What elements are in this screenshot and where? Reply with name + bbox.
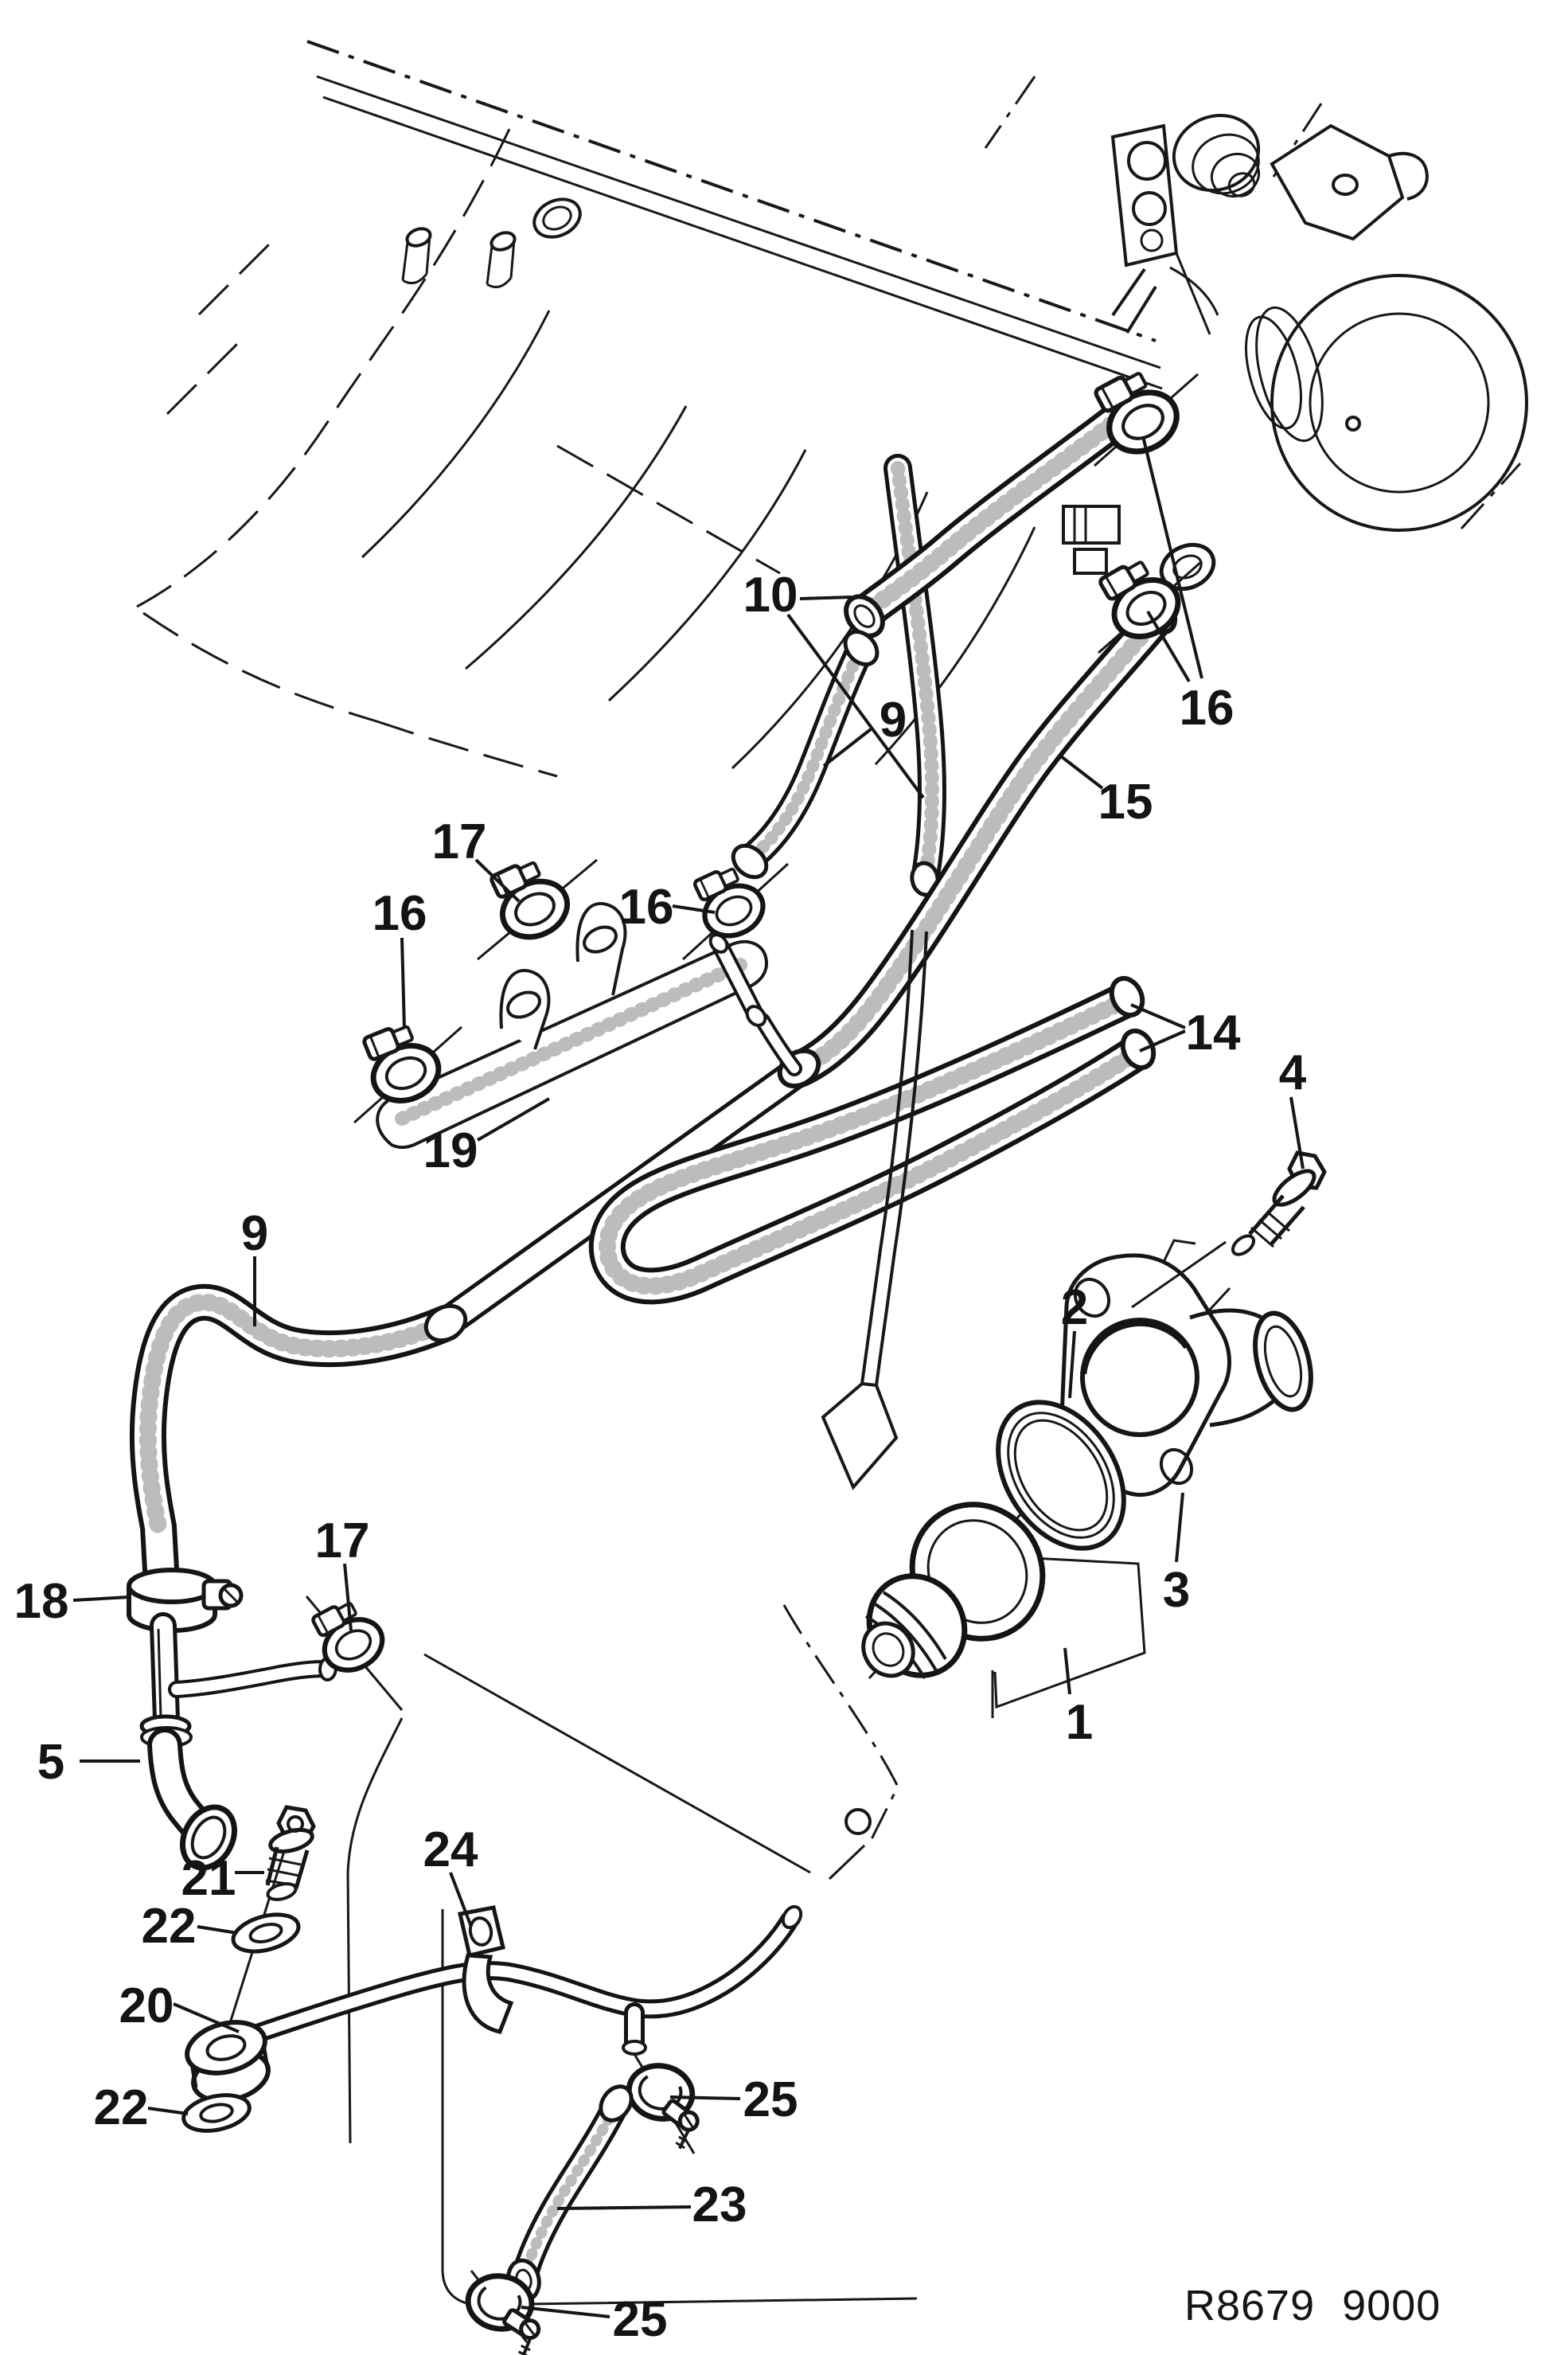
clamp-17-upper	[485, 852, 576, 947]
callout-24: 24	[423, 1822, 478, 1927]
callout-14: 14	[1130, 1003, 1241, 1060]
svg-text:25: 25	[613, 2292, 668, 2347]
svg-text:18: 18	[14, 1574, 69, 1629]
thermostat-housing	[1058, 1239, 1313, 1497]
callout-25-upper: 25	[669, 2072, 798, 2127]
manifold-stub	[401, 227, 432, 285]
svg-text:21: 21	[181, 1851, 236, 1906]
svg-text:23: 23	[692, 2177, 747, 2232]
callout-4: 4	[1279, 1045, 1307, 1170]
svg-text:4: 4	[1279, 1045, 1307, 1100]
hoses	[731, 392, 1178, 1088]
callout-9-left: 9	[241, 1206, 268, 1326]
pipe-20	[229, 1911, 799, 2049]
svg-text:20: 20	[119, 1978, 174, 2033]
callout-21: 21	[181, 1851, 264, 1906]
washer-22-upper	[229, 1908, 302, 1958]
callout-18: 18	[14, 1574, 130, 1629]
callout-5: 5	[37, 1735, 140, 1790]
callout-9-upper: 9	[822, 693, 907, 767]
svg-text:2: 2	[1061, 1280, 1088, 1335]
callout-2: 2	[1061, 1280, 1088, 1399]
manifold-port	[532, 197, 582, 239]
callout-10: 10	[743, 568, 925, 799]
bolt	[1131, 1150, 1327, 1309]
callout-17-lower: 17	[315, 1513, 370, 1631]
svg-text:10: 10	[743, 568, 798, 623]
svg-text:1: 1	[1066, 1695, 1093, 1750]
bracket-24	[457, 1905, 514, 2034]
hose-14	[588, 975, 1156, 1305]
hose-vent	[883, 454, 946, 897]
callout-17-upper: 17	[432, 814, 521, 903]
pipe-19-assembly	[376, 902, 821, 1339]
svg-text:22: 22	[94, 2080, 149, 2135]
elbow-pipe-assembly	[127, 1568, 404, 1871]
washer-22-lower	[181, 2090, 253, 2137]
callout-25-lower: 25	[521, 2292, 667, 2347]
hose-10	[844, 392, 1149, 639]
bracket-tab	[499, 969, 551, 1050]
callout-16-mid: 16	[619, 880, 716, 935]
svg-text:15: 15	[1098, 775, 1153, 830]
callout-22-lower: 22	[94, 2080, 189, 2135]
hose-23	[506, 2084, 634, 2302]
manifold-stub	[486, 231, 517, 289]
svg-text:24: 24	[423, 1822, 478, 1877]
callout-16-left: 16	[372, 886, 427, 1029]
bottom-pipe-group	[181, 1805, 803, 2355]
svg-text:16: 16	[619, 880, 674, 935]
panel-outlines	[346, 1604, 994, 2306]
thermostat	[861, 1502, 1046, 1680]
hose-9-upper	[731, 629, 880, 880]
hose-9-left	[129, 1283, 468, 1603]
svg-text:3: 3	[1163, 1563, 1190, 1618]
figure-reference: R8679 9000	[1184, 2282, 1441, 2330]
callout-16-throttle: 16	[1141, 435, 1235, 736]
svg-text:16: 16	[372, 886, 427, 941]
flow-arrow-icon	[821, 929, 928, 1490]
callouts: 10 16 9 15 17 16 16 14	[14, 435, 1307, 2347]
thermostat-group	[861, 1150, 1327, 1709]
svg-text:14: 14	[1186, 1006, 1241, 1060]
callout-19: 19	[423, 1097, 551, 1178]
callout-23: 23	[556, 2177, 747, 2232]
svg-text:16: 16	[1180, 681, 1235, 736]
svg-text:9: 9	[880, 693, 907, 748]
svg-text:9: 9	[241, 1206, 268, 1261]
svg-text:17: 17	[432, 814, 487, 869]
callout-1: 1	[1063, 1647, 1093, 1750]
svg-text:25: 25	[743, 2072, 798, 2127]
callout-3: 3	[1163, 1492, 1190, 1618]
callout-22-upper: 22	[142, 1899, 238, 1954]
throttle-body	[984, 76, 1528, 592]
callout-20: 20	[119, 1978, 240, 2033]
seal-ring	[996, 1400, 1126, 1551]
clamps-upper	[353, 361, 1203, 1124]
mount-plate	[993, 1556, 1146, 1709]
svg-text:22: 22	[142, 1899, 197, 1954]
svg-text:5: 5	[37, 1735, 64, 1790]
svg-text:17: 17	[315, 1513, 370, 1568]
intake-manifold	[136, 40, 1163, 778]
svg-text:19: 19	[423, 1123, 478, 1178]
banjo-bolt-21	[265, 1805, 316, 1901]
clamp-18	[127, 1568, 244, 1633]
callout-15: 15	[1059, 755, 1153, 830]
